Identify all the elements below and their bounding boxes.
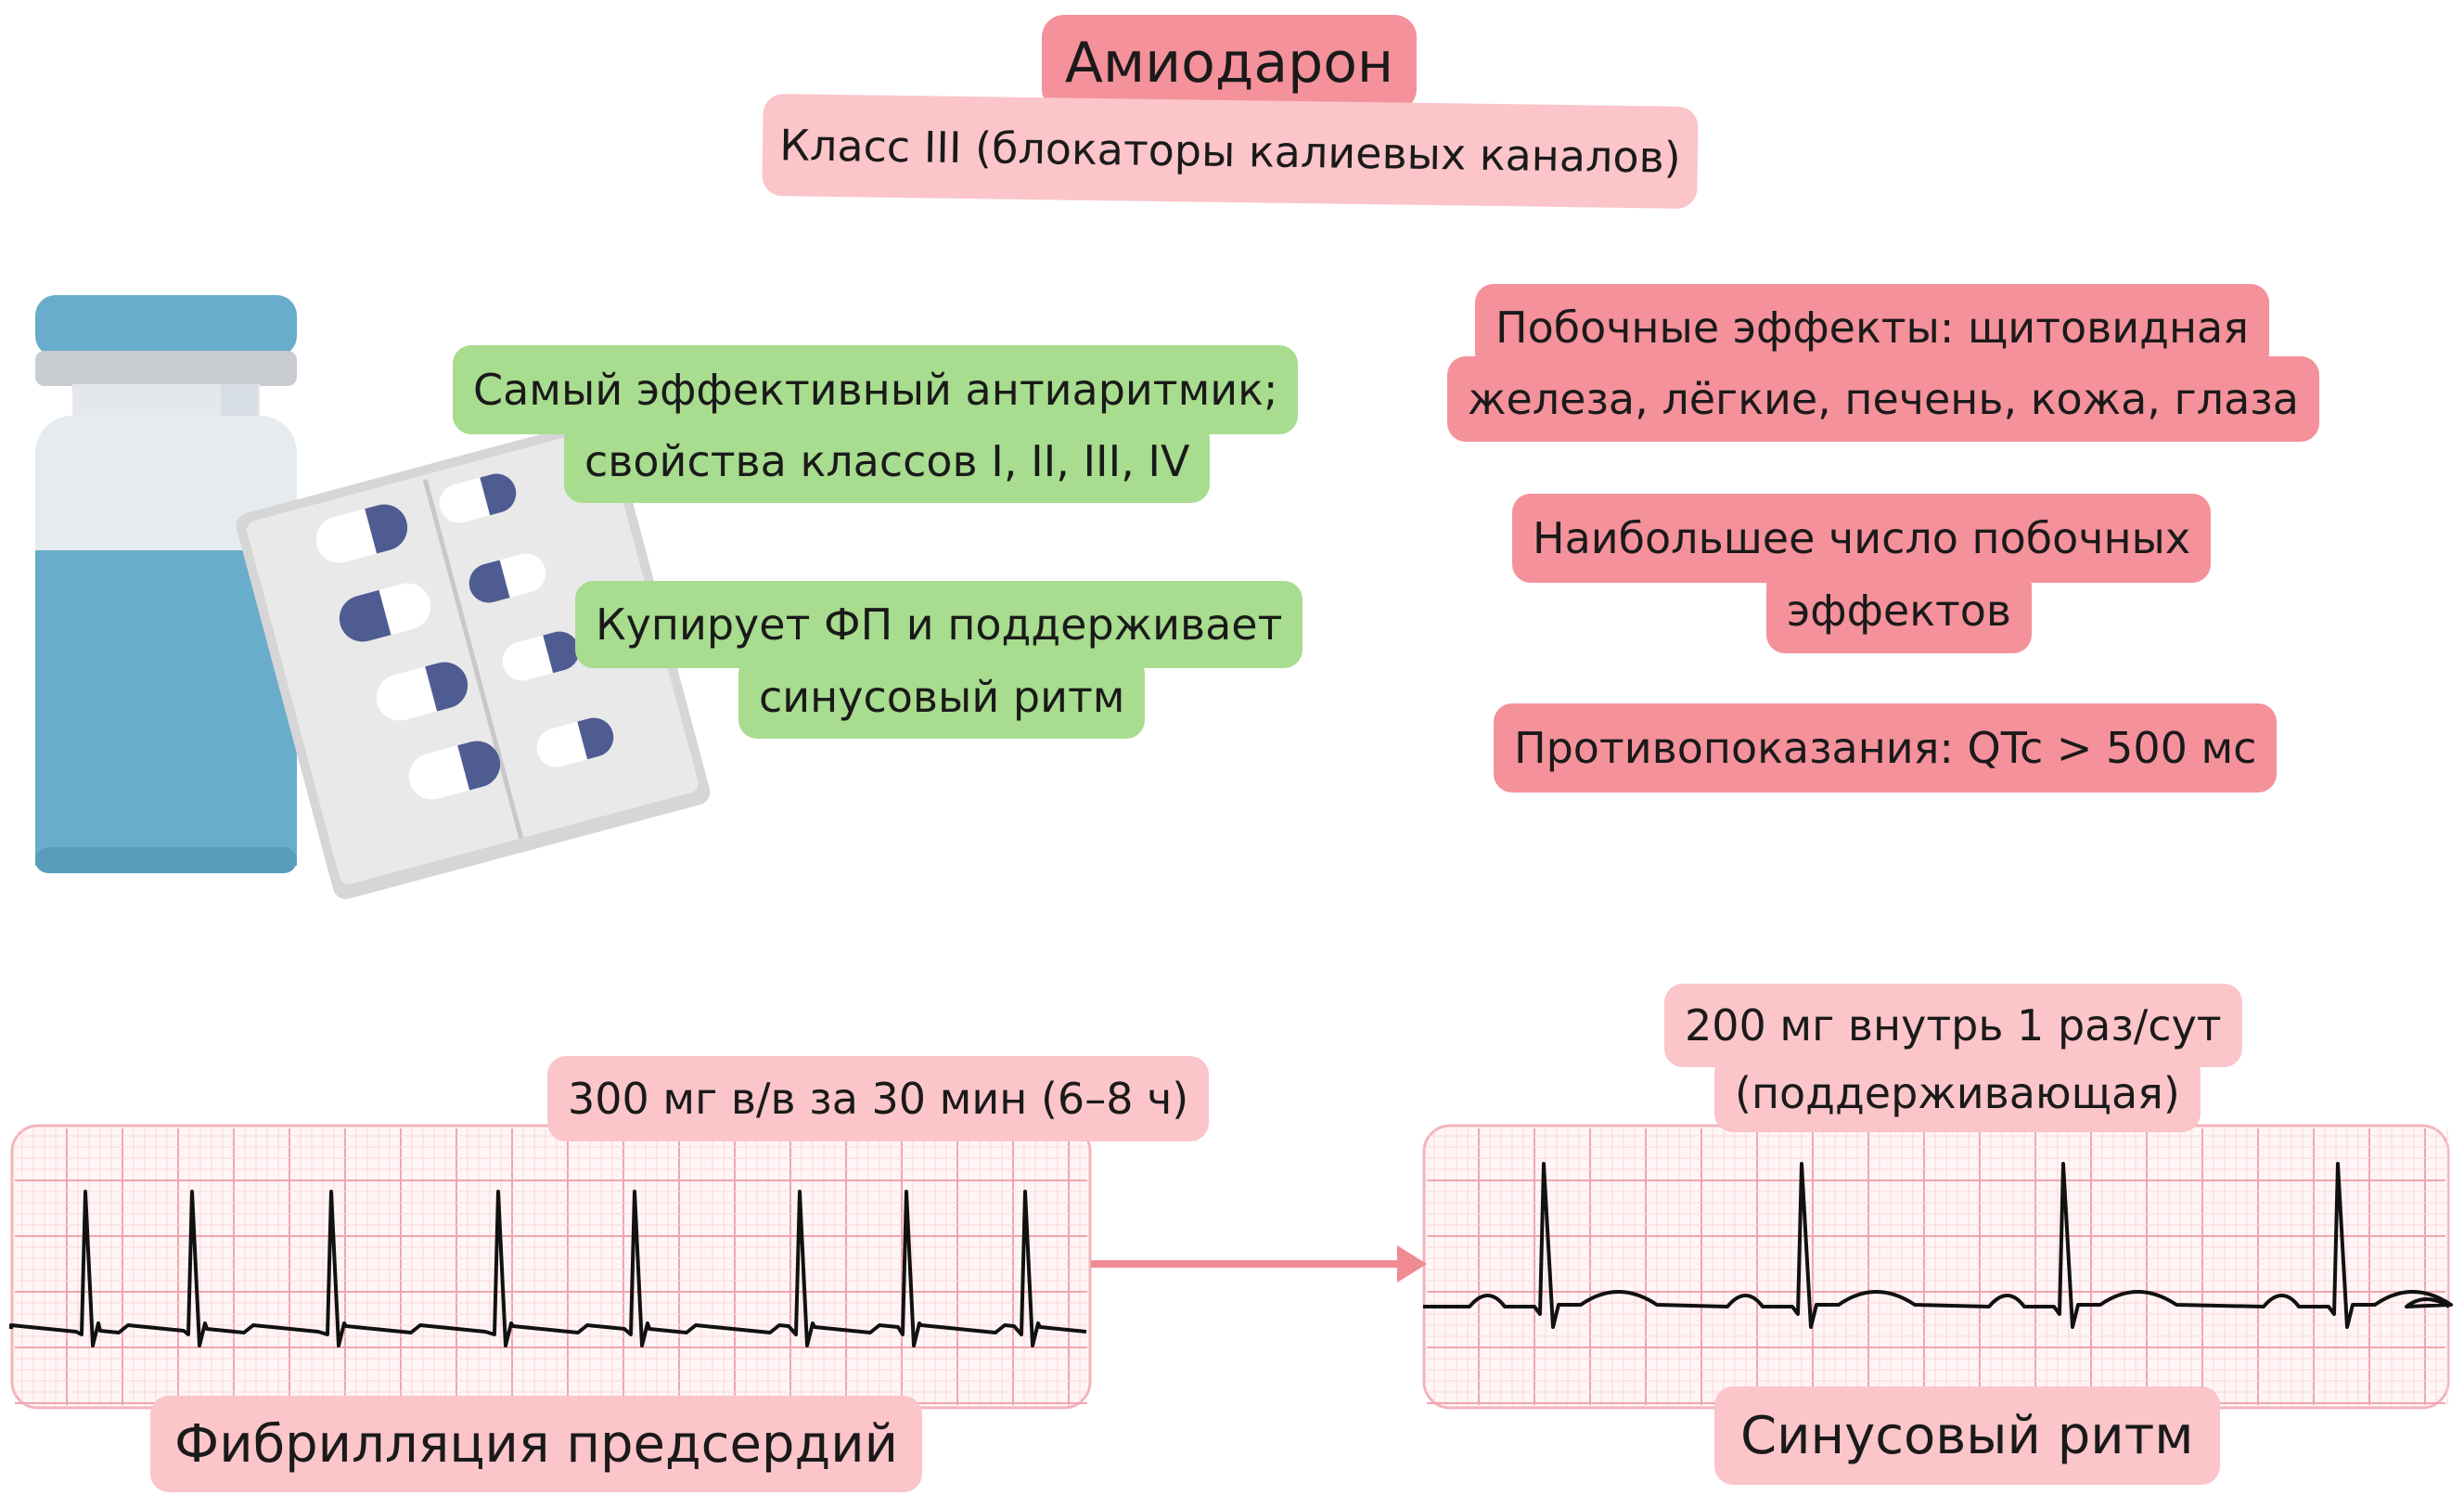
sinus-caption-text: Синусовый ритм [1740, 1405, 2194, 1466]
ecg-grid-sinus [1422, 1124, 2453, 1410]
drug-class-subtitle: Класс III (блокаторы калиевых каналов) [762, 93, 1699, 210]
contraindications-note: Противопоказания: QTc > 500 мс [1494, 703, 2278, 793]
most-side-effects-line-2: эффектов [1787, 586, 2012, 636]
efficacy-line-1: Самый эффективный антиаритмик; [473, 365, 1278, 415]
iv-dose-label: 300 мг в/в за 30 мин (6–8 ч) [547, 1056, 1210, 1141]
ecg-trace-sinus [1423, 1162, 2453, 1329]
ecg-trace-afib [9, 1190, 1087, 1347]
sinus-caption: Синусовый ритм [1714, 1386, 2220, 1485]
most-side-effects-line-1: Наибольшее число побочных [1533, 513, 2191, 563]
afib-caption: Фибрилляция предсердий [150, 1396, 922, 1492]
drug-class-text: Класс III (блокаторы калиевых каналов) [778, 120, 1682, 183]
drug-title: Амиодарон [1042, 15, 1417, 111]
action-line-2: синусовый ритм [759, 672, 1125, 722]
action-line-1: Купирует ФП и поддерживает [596, 599, 1283, 650]
side-effects-line-1: Побочные эффекты: щитовидная [1495, 303, 2249, 353]
ecg-grid-afib [9, 1124, 1092, 1410]
iv-dose-text: 300 мг в/в за 30 мин (6–8 ч) [568, 1074, 1189, 1124]
ecg-grid-lines [1422, 1124, 2450, 1410]
side-effects-line-2: железа, лёгкие, печень, кожа, глаза [1468, 374, 2299, 424]
drug-title-text: Амиодарон [1064, 31, 1394, 96]
afib-caption-text: Фибрилляция предсердий [174, 1413, 898, 1475]
arrow-right-icon [1091, 1245, 1427, 1282]
contraindications-text: Противопоказания: QTc > 500 мс [1514, 723, 2257, 773]
ecg-grid-lines [10, 1124, 1092, 1410]
pill-blister-icon [236, 419, 711, 899]
oral-dose-line-1: 200 мг внутрь 1 раз/сут [1685, 1000, 2222, 1050]
vial-icon [35, 295, 297, 873]
efficacy-line-2: свойства классов I, II, III, IV [584, 436, 1190, 486]
oral-dose-line-2: (поддерживающая) [1735, 1068, 2180, 1118]
